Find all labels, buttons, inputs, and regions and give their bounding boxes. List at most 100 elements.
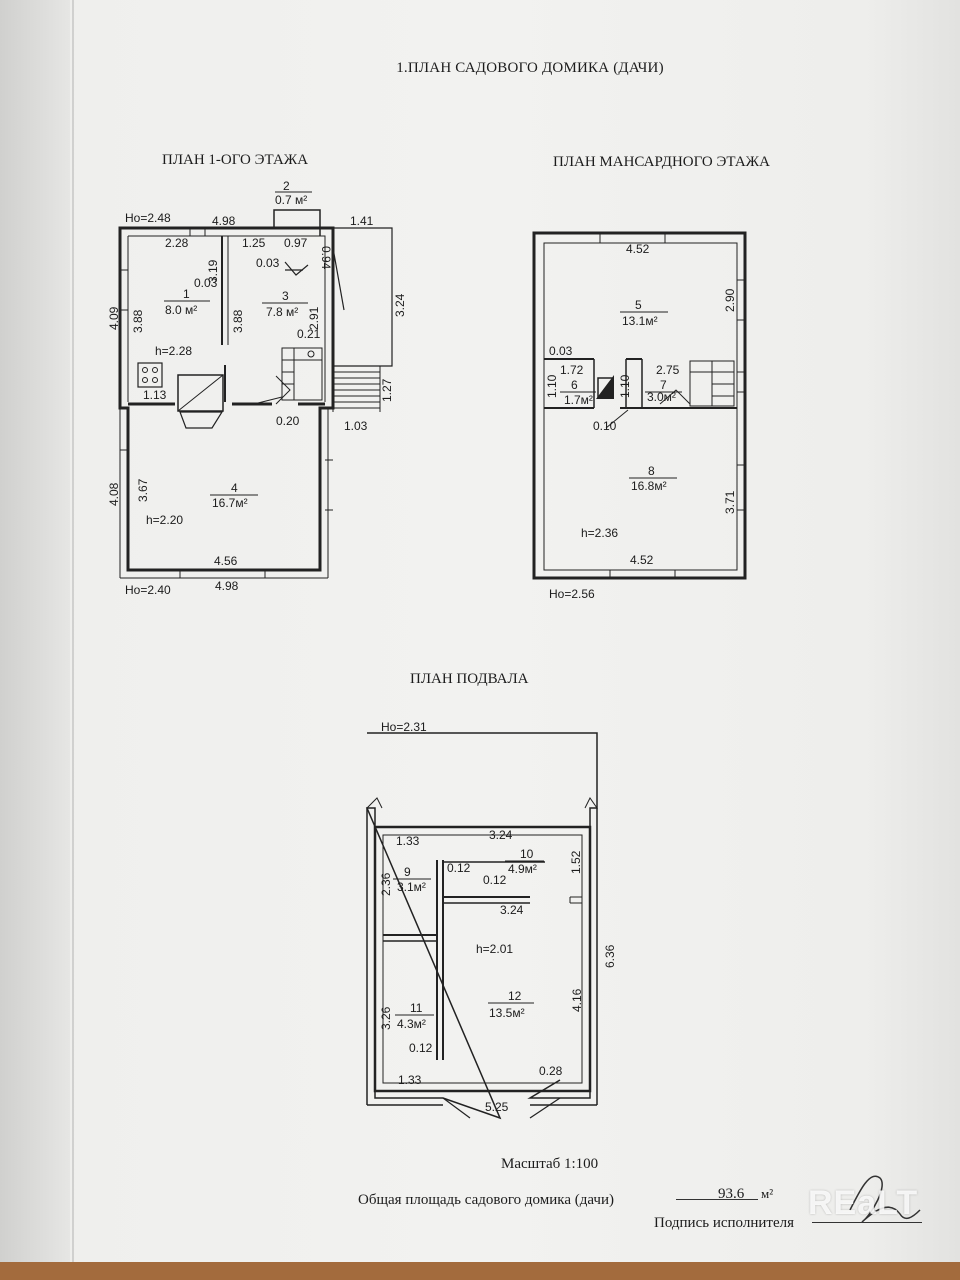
room-4-width: 4.56 [214,554,238,568]
attic-top-width: 4.52 [626,242,650,256]
room-2-depth: 0.94 [319,246,333,270]
room-3-side: 2.91 [307,306,321,330]
room-5-depth: 2.90 [723,288,737,312]
room-12-number: 12 [508,989,522,1003]
steps-width: 1.03 [344,419,368,433]
room-1-width: 2.28 [165,236,189,250]
room-9-width: 1.33 [396,834,420,848]
room-7-width: 2.75 [656,363,680,377]
room-10-depth: 1.52 [569,850,583,874]
room-11-width: 1.33 [398,1073,422,1087]
page-fold [72,0,74,1280]
room-1-inner-height: 3.19 [206,259,220,283]
room-6-depth: 1.10 [545,374,559,398]
attic-wall-offset: 0.03 [549,344,573,358]
room-2-number: 2 [283,179,290,193]
steps-length: 1.27 [380,378,394,402]
room-8-area: 16.8м² [631,479,667,493]
room-5-number: 5 [635,298,642,312]
room-11-number: 11 [410,1001,423,1015]
room-12-width-top: 3.24 [500,903,524,917]
table-edge [0,1262,960,1280]
ground-dim-top-length: 4.98 [212,214,236,228]
basement-room-height: h=2.01 [476,942,513,956]
room-2-area: 0.7 м² [275,193,307,207]
room-1-number: 1 [183,287,190,301]
basement-heading: ПЛАН ПОДВАЛА [410,671,529,687]
room-2-width: 0.97 [284,236,308,250]
ground-bottom-level: Ho=2.40 [125,583,171,597]
ground-floor-heading: ПЛАН 1-ОГО ЭТАЖА [162,152,309,168]
room-3-width: 1.25 [242,236,266,250]
room-9-area: 3.1м² [397,880,426,894]
room-7-area: 3.0м² [647,390,676,404]
entrance-offset: 0.28 [539,1064,563,1078]
total-area-label: Общая площадь садового домика (дачи) [358,1192,614,1208]
room-1-depth: 3.88 [131,309,145,333]
room-3-area: 7.8 м² [266,305,298,319]
total-area-value: 93.6 [718,1186,745,1202]
stove-offset: 1.13 [143,388,167,402]
basement-total-width: 5.25 [485,1100,509,1114]
wall-thickness-bottom: 0.12 [409,1041,433,1055]
wall-thickness-top: 0.12 [447,861,471,875]
signature-label: Подпись исполнителя [654,1215,794,1231]
room-8-depth: 3.71 [723,490,737,514]
room-6-number: 6 [571,378,578,392]
watermark-logo: REaLT [808,1184,919,1222]
basement-total-depth: 6.36 [603,944,617,968]
binding-edge [0,0,70,1280]
room-4-height: h=2.20 [146,513,183,527]
room-11-depth: 3.26 [379,1006,393,1030]
area-unit: м² [761,1186,774,1201]
signature-line [812,1222,922,1223]
wall-thickness-mid: 0.12 [483,873,507,887]
scale-label: Масштаб 1:100 [501,1156,599,1172]
attic-door-gap: 0.10 [593,419,617,433]
ground-floor-plan [118,209,393,579]
room-12-area: 13.5м² [489,1006,525,1020]
basement-level: Ho=2.31 [381,720,427,734]
room-11-area: 4.3м² [397,1017,426,1031]
room-7-depth: 1.10 [618,374,632,398]
wall-offset: 0.03 [194,276,218,290]
room-10-number: 10 [520,847,534,861]
ground-upper-depth: 4.09 [107,306,121,330]
ground-bottom-length: 4.98 [215,579,239,593]
room-4-area: 16.7м² [212,496,248,510]
room-4-depth: 3.67 [136,478,150,502]
room-7-number: 7 [660,378,667,392]
stair-offset: 0.21 [297,327,321,341]
room-3-depth: 3.88 [231,309,245,333]
room-6-width: 1.72 [560,363,584,377]
basement-labels: Ho=2.31 1.33 3.24 0.12 0.12 3.24 1.52 2.… [379,720,617,1114]
ground-top-level: Ho=2.48 [125,211,171,225]
room-4-outer-depth: 4.08 [107,482,121,506]
document-title: 1.ПЛАН САДОВОГО ДОМИКА (ДАЧИ) [396,60,664,76]
room-1-area: 8.0 м² [165,303,197,317]
ground-floor-labels: 2 0.7 м² Ho=2.48 4.98 2.28 1.25 0.97 0.0… [107,179,407,597]
attic-floor-labels: 4.52 2.90 5 13.1м² 0.03 1.72 2.75 1.10 1… [545,242,737,601]
attic-room-height: h=2.36 [581,526,618,540]
room-4-number: 4 [231,481,238,495]
room-9-depth: 2.36 [379,872,393,896]
ground-room-height: h=2.28 [155,344,192,358]
basement-plan [365,732,598,1120]
attic-floor-plan [532,231,747,580]
room-10-area: 4.9м² [508,862,537,876]
room-3-number: 3 [282,289,289,303]
room-12-depth: 4.16 [570,988,584,1012]
room-9-number: 9 [404,865,411,879]
room-8-number: 8 [648,464,655,478]
room-6-area: 1.7м² [564,393,593,407]
room-5-area: 13.1м² [622,314,658,328]
attic-floor-heading: ПЛАН МАНСАРДНОГО ЭТАЖА [553,154,770,170]
room-10-width: 3.24 [489,828,513,842]
door-offset-room-3: 0.03 [256,256,280,270]
attic-bottom-width: 4.52 [630,553,654,567]
porch-width: 1.41 [350,214,374,228]
attic-level: Ho=2.56 [549,587,595,601]
porch-depth: 3.24 [393,293,407,317]
